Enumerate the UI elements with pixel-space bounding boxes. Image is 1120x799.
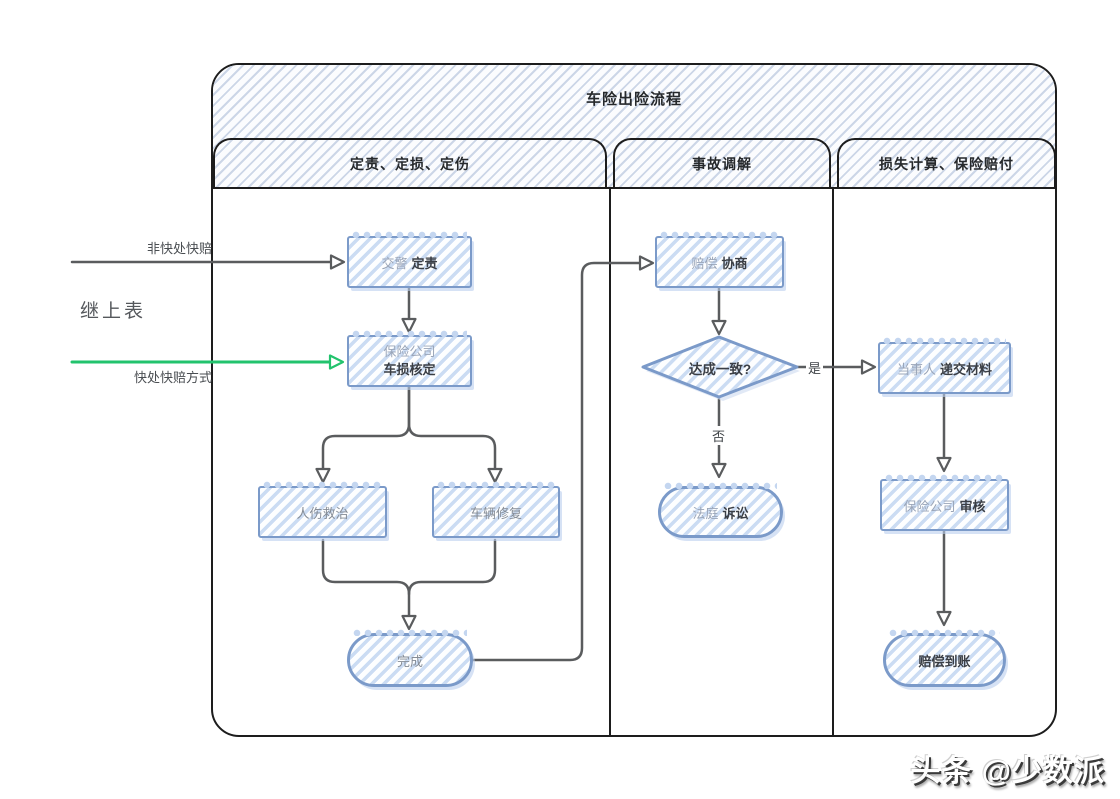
arrowhead-yes: [860, 359, 877, 375]
arrowhead-nonfast: [329, 254, 346, 270]
watermark-toutiao: 头条 @少数派: [910, 755, 1105, 788]
edge-label-fast: 快处快赔方式: [133, 370, 212, 385]
node-injury-label: 人伤救治: [296, 505, 349, 521]
diagram-title: 车险出险流程: [585, 91, 682, 108]
node-paid-label: 赔偿到账: [918, 653, 971, 669]
arrowhead-review: [936, 456, 952, 473]
arrowhead-agree: [711, 319, 727, 336]
node-court-litigation: 法庭 诉讼: [658, 482, 783, 538]
lane-header-payout: 损失计算、保险赔付: [837, 138, 1056, 187]
node-compensation-negotiation: 赔偿 协商: [655, 231, 784, 288]
node-insurer-review: 保险公司 审核: [880, 474, 1009, 531]
edge-label-yes: 是: [806, 358, 824, 377]
arrowhead-paid: [936, 610, 952, 627]
node-submit-action: 递交材料: [940, 361, 993, 377]
decision-agree-label: 达成一致?: [688, 362, 752, 377]
lane-header-assessment-label: 定责、定损、定伤: [350, 155, 470, 172]
arrowhead-court: [711, 462, 727, 479]
lane-divider-2: [832, 187, 834, 735]
lane-header-mediation-label: 事故调解: [692, 155, 752, 172]
node-payment-received: 赔偿到账: [883, 629, 1006, 687]
arrowhead-fast: [328, 354, 345, 370]
lane-header-payout-label: 损失计算、保险赔付: [879, 155, 1014, 172]
node-vehicle-repair: 车辆修复: [432, 481, 560, 538]
edge-split-right: [407, 385, 497, 472]
diamond-shape: [641, 335, 799, 399]
edge-done-to-negotiate: [471, 261, 642, 662]
lane-header-mediation: 事故调解: [613, 138, 831, 187]
title-band-hatch: [213, 65, 1055, 189]
node-damage-check-role: 保险公司: [383, 343, 436, 359]
node-damage-check: 保险公司 车损核定: [347, 330, 472, 387]
edge-label-nonfast: 非快处快赔: [146, 241, 212, 256]
node-negotiate-action: 协商: [721, 255, 748, 271]
lane-divider-1: [609, 187, 611, 735]
edge-label-no: 否: [710, 426, 728, 445]
edge-merge-left: [321, 538, 411, 618]
node-negotiate-role: 赔偿: [691, 255, 718, 271]
arrowhead-done: [401, 614, 417, 631]
decision-diamond: [641, 335, 800, 401]
diagram-frame: [211, 63, 1057, 737]
node-court-role: 法庭: [692, 505, 719, 521]
edge-split-left: [321, 385, 411, 472]
node-repair-label: 车辆修复: [469, 505, 522, 521]
node-injury-treatment: 人伤救治: [258, 481, 387, 538]
lane-header-assessment: 定责、定损、定伤: [213, 138, 607, 187]
node-damage-check-action: 车损核定: [383, 362, 436, 377]
node-done-label: 完成: [396, 653, 423, 669]
node-police-assessment: 交警 定责: [347, 231, 472, 288]
node-review-action: 审核: [959, 498, 986, 514]
node-review-role: 保险公司: [903, 498, 956, 514]
node-court-action: 诉讼: [722, 505, 749, 521]
node-submit-role: 当事人: [896, 361, 936, 377]
edge-merge-right: [407, 538, 497, 596]
node-submit-materials: 当事人 递交材料: [878, 337, 1011, 394]
arrowhead-repair: [487, 467, 503, 484]
arrowhead-police-check: [401, 317, 417, 334]
continued-from-note: 继上表: [80, 301, 147, 322]
node-done: 完成: [347, 629, 473, 687]
arrowhead-negotiate: [638, 255, 655, 271]
node-police-role: 交警: [381, 255, 408, 271]
arrowhead-injury: [315, 467, 331, 484]
node-police-action: 定责: [411, 255, 438, 271]
